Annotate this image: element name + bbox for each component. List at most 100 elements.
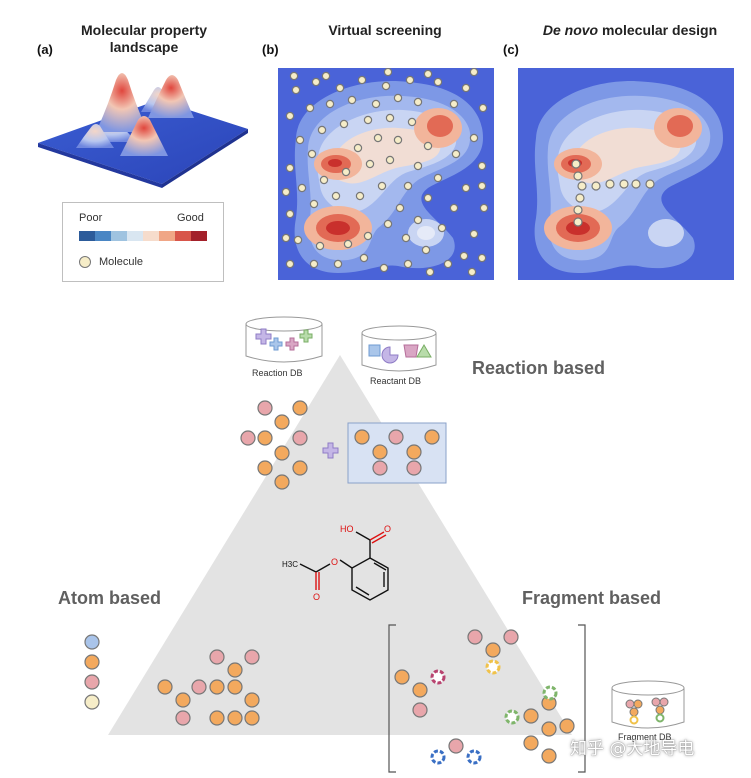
panel-c-title-italic: De novo (542, 22, 599, 38)
aspirin-structure: HO O O H3C O (282, 524, 391, 602)
panel-a-title-line2: landscape (109, 39, 179, 55)
molecule-marker (331, 191, 341, 201)
legend-swatch (79, 231, 95, 241)
legend-swatch (175, 231, 191, 241)
molecule-marker (339, 119, 349, 129)
molecule-marker (405, 75, 415, 85)
molecule-marker (353, 143, 363, 153)
molecule-marker (309, 259, 319, 269)
molecule-marker (281, 233, 291, 243)
legend-swatch (95, 231, 111, 241)
plus-icon (322, 442, 339, 459)
legend-color-scale (79, 231, 207, 243)
molecule-marker (365, 159, 375, 169)
reactant-db-cylinder-icon (361, 325, 437, 372)
molecule-marker (379, 263, 389, 273)
molecule-marker (395, 203, 405, 213)
molecule-marker (309, 199, 319, 209)
molecule-marker (289, 71, 299, 81)
molecule-marker (449, 203, 459, 213)
molecule-marker (377, 181, 387, 191)
molecule-marker (421, 245, 431, 255)
molecule-marker (311, 77, 321, 87)
molecule-marker (281, 187, 291, 197)
molecule-marker (477, 253, 487, 263)
molecule-marker (371, 99, 381, 109)
legend-swatch (127, 231, 143, 241)
molecule-marker (319, 175, 329, 185)
legend-swatch (159, 231, 175, 241)
molecule-marker (423, 69, 433, 79)
molecule-marker (285, 209, 295, 219)
molecule-marker (401, 233, 411, 243)
molecule-legend-marker-icon (79, 256, 91, 268)
molecule-marker (423, 193, 433, 203)
legend-box: Poor Good Molecule (62, 202, 224, 282)
molecule-marker (285, 259, 295, 269)
molecule-marker (293, 235, 303, 245)
molecule-marker (359, 253, 369, 263)
molecule-marker (413, 97, 423, 107)
molecule-marker (393, 93, 403, 103)
molecule-marker (295, 135, 305, 145)
panel-a-title-line1: Molecular property (80, 22, 208, 38)
fragment-db-label: Fragment DB (618, 732, 672, 742)
molecule-marker (469, 68, 479, 77)
molecule-marker (459, 251, 469, 261)
hydroxyl-label: HO (340, 524, 354, 534)
molecule-marker (477, 161, 487, 171)
molecule-marker (433, 77, 443, 87)
molecule-marker (385, 113, 395, 123)
molecule-marker (469, 229, 479, 239)
molecule-marker (403, 181, 413, 191)
screened-molecule-markers (281, 68, 489, 277)
molecule-marker (477, 181, 487, 191)
panel-a-letter: (a) (37, 42, 53, 57)
panel-c-title: De novo molecular design (525, 22, 735, 39)
legend-swatch (143, 231, 159, 241)
molecule-marker (407, 117, 417, 127)
molecule-marker (469, 133, 479, 143)
atom-based-illustration (84, 634, 260, 726)
molecule-marker (383, 68, 393, 77)
reaction-db-label: Reaction DB (252, 368, 303, 378)
watermark: 知乎 @大地导电 (570, 739, 695, 759)
molecule-marker (385, 155, 395, 165)
molecule-marker (343, 239, 353, 249)
molecule-marker (285, 111, 295, 121)
panel-a-title: Molecular property landscape (60, 22, 228, 56)
molecule-marker (347, 95, 357, 105)
molecule-marker (297, 183, 307, 193)
virtual-screening-contour (278, 68, 494, 280)
molecule-marker (425, 267, 435, 277)
carbonyl-o-label: O (384, 524, 391, 534)
molecule-marker (461, 83, 471, 93)
molecule-marker (305, 103, 315, 113)
molecule-marker (403, 259, 413, 269)
reaction-based-illustration (240, 400, 447, 490)
legend-molecule-label: Molecule (99, 256, 144, 268)
molecule-marker (363, 231, 373, 241)
molecule-marker (321, 71, 331, 81)
molecule-marker (315, 241, 325, 251)
molecule-marker (437, 223, 447, 233)
molecule-marker (335, 83, 345, 93)
panel-c-letter: (c) (503, 42, 519, 57)
panel-b-title: Virtual screening (328, 22, 442, 38)
molecule-marker (451, 149, 461, 159)
molecule-marker (413, 215, 423, 225)
reaction-based-label: Reaction based (472, 358, 606, 378)
molecule-marker (333, 259, 343, 269)
reactant-db-label: Reactant DB (370, 376, 422, 386)
panel-b-letter: (b) (262, 42, 279, 57)
molecule-marker (479, 203, 489, 213)
fragment-based-illustration (394, 629, 575, 765)
legend-swatch (191, 231, 207, 241)
molecule-marker (423, 141, 433, 151)
molecule-marker (291, 85, 301, 95)
molecule-marker (433, 173, 443, 183)
molecule-marker (461, 183, 471, 193)
property-landscape-3d (38, 73, 248, 188)
atom-based-label: Atom based (58, 588, 162, 608)
